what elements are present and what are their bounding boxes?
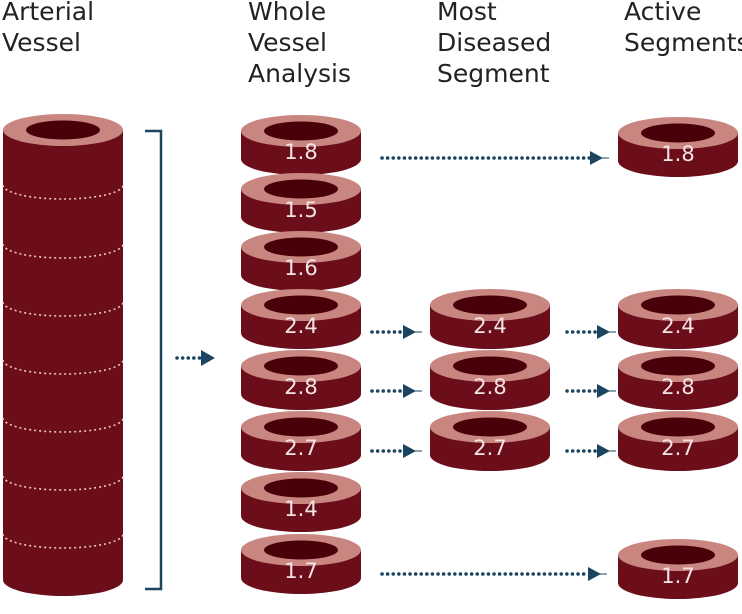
ring-segment: 2.4 [430, 289, 550, 349]
ring-value-label: 1.7 [284, 559, 317, 583]
dotted-arrow [370, 325, 422, 339]
ring-value-label: 2.4 [473, 314, 506, 338]
column-header-active-segments: Active Segments [624, 0, 742, 58]
column-header-line: Most [437, 0, 497, 26]
ring-segment: 2.8 [241, 350, 361, 410]
ring-segment: 2.4 [241, 289, 361, 349]
ring-value-label: 1.8 [284, 140, 317, 164]
whole-vessel-stack: 1.8 1.5 1.6 2.4 2.8 2.7 1.4 1.7 [241, 115, 361, 594]
ring-segment: 1.5 [241, 173, 361, 233]
ring-segment: 2.8 [618, 350, 738, 410]
ring-value-label: 1.4 [284, 497, 317, 521]
ring-segment: 2.8 [430, 350, 550, 410]
column-header-whole-vessel-analysis: Whole Vessel Analysis [248, 0, 351, 89]
column-header-line: Active [624, 0, 702, 26]
column-header-line: Vessel [2, 28, 81, 57]
ring-value-label: 2.7 [661, 436, 694, 460]
ring-value-label: 2.8 [473, 375, 506, 399]
column-header-line: Segment [437, 59, 550, 88]
column-header-line: Arterial [2, 0, 95, 26]
ring-value-label: 1.7 [661, 564, 694, 588]
ring-segment: 1.6 [241, 231, 361, 291]
active-segments-stack: 1.8 2.4 2.8 2.7 1.7 [618, 117, 738, 599]
column-header-arterial-vessel: Arterial Vessel [2, 0, 94, 58]
ring-segment: 2.7 [618, 411, 738, 471]
most-diseased-stack: 2.4 2.8 2.7 [430, 289, 550, 471]
dotted-arrow [380, 151, 609, 165]
column-header-line: Whole [248, 0, 327, 26]
ring-segment: 2.7 [430, 411, 550, 471]
ring-segment: 1.8 [618, 117, 738, 177]
ring-value-label: 1.5 [284, 198, 317, 222]
ring-value-label: 2.7 [473, 436, 506, 460]
ring-value-label: 2.8 [284, 375, 317, 399]
column-header-line: Vessel [248, 28, 327, 57]
ring-value-label: 1.8 [661, 142, 694, 166]
dotted-arrow [565, 325, 616, 339]
ring-value-label: 1.6 [284, 256, 317, 280]
ring-value-label: 2.4 [284, 314, 317, 338]
ring-segment: 2.4 [618, 289, 738, 349]
column-header-line: Diseased [437, 28, 552, 57]
ring-value-label: 2.4 [661, 314, 694, 338]
dotted-arrow [565, 384, 616, 398]
ring-segment: 2.7 [241, 411, 361, 471]
flow-arrows [370, 151, 616, 581]
ring-segment: 1.8 [241, 115, 361, 175]
ring-segment: 1.4 [241, 472, 361, 532]
ring-segment: 1.7 [618, 539, 738, 599]
bracket-arrow [175, 350, 215, 366]
dotted-arrow [370, 384, 422, 398]
column-header-line: Segments [624, 28, 742, 57]
ring-value-label: 2.7 [284, 436, 317, 460]
ring-value-label: 2.8 [661, 375, 694, 399]
arterial-vessel-cylinder [2, 114, 124, 596]
dotted-arrow [565, 444, 616, 458]
dotted-arrow [370, 444, 422, 458]
vessel-bracket [145, 129, 163, 591]
dotted-arrow [380, 567, 607, 581]
column-header-line: Analysis [248, 59, 352, 88]
ring-segment: 1.7 [241, 534, 361, 594]
column-header-most-diseased-segment: Most Diseased Segment [437, 0, 551, 89]
